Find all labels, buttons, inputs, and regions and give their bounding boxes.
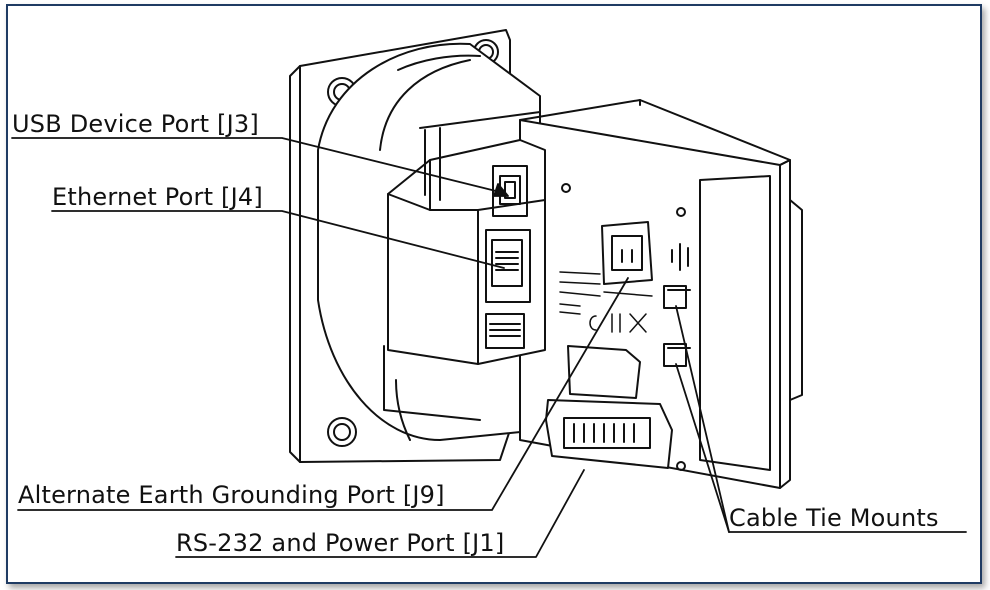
cable-tie-mounts-label: Cable Tie Mounts (729, 504, 939, 532)
ethernet-port-drawing (485, 229, 531, 303)
rs232-connector-drawing (545, 345, 673, 469)
cable-tie-mounts-drawing (663, 285, 691, 367)
leader-lines (11, 137, 967, 558)
rs232-power-port-label: RS-232 and Power Port [J1] (176, 529, 505, 557)
usb-a-port-drawing (485, 313, 525, 349)
grounding-port-drawing (601, 221, 689, 285)
usb-device-port-label: USB Device Port [J3] (12, 110, 259, 138)
case-markings (559, 271, 653, 333)
ethernet-port-label: Ethernet Port [J4] (52, 183, 263, 211)
earth-grounding-port-label: Alternate Earth Grounding Port [J9] (18, 481, 445, 509)
